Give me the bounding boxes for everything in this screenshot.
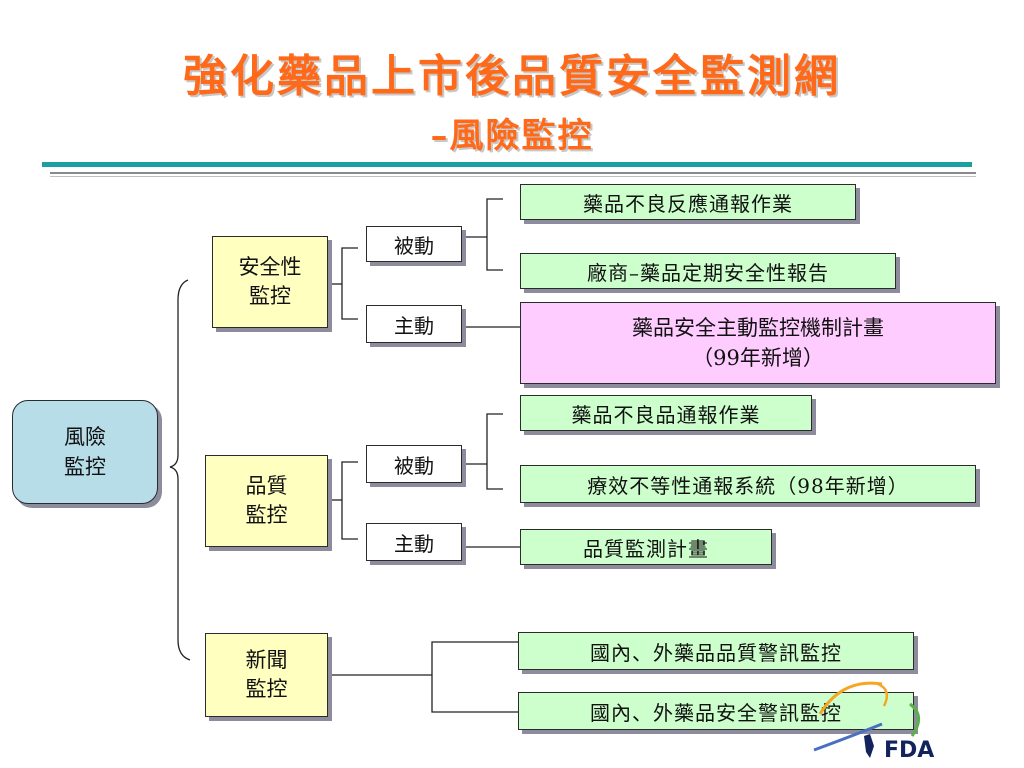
title-divider bbox=[42, 162, 972, 167]
category-quality-monitoring: 品質 監控 bbox=[205, 455, 328, 547]
item-active-surveillance-plan: 藥品安全主動監控機制計畫 （99年新增） bbox=[520, 302, 996, 384]
bracket-quality-passive bbox=[486, 413, 503, 490]
title-divider-shadow bbox=[50, 172, 976, 174]
fda-logo-text: FDA bbox=[884, 738, 935, 763]
category-safety-monitoring: 安全性 監控 bbox=[212, 236, 328, 328]
item-therapeutic-inequivalence-system: 療效不等性通報系統（98年新增） bbox=[520, 465, 976, 503]
mode-quality-active: 主動 bbox=[366, 523, 462, 561]
title-divider-shadow-light bbox=[50, 176, 976, 177]
category-news-monitoring: 新聞 監控 bbox=[205, 633, 328, 717]
bracket-safety bbox=[341, 247, 358, 320]
item-quality-alert-monitoring: 國內、外藥品品質警訊監控 bbox=[518, 632, 914, 670]
mode-quality-passive: 被動 bbox=[366, 445, 462, 483]
item-psur-reports: 廠商–藥品定期安全性報告 bbox=[520, 253, 896, 289]
bracket-news bbox=[431, 641, 518, 713]
mode-safety-passive: 被動 bbox=[366, 226, 462, 262]
item-defective-product-reporting: 藥品不良品通報作業 bbox=[520, 395, 812, 431]
page-title: 強化藥品上市後品質安全監測網 bbox=[183, 51, 841, 102]
item-adr-reporting: 藥品不良反應通報作業 bbox=[520, 184, 856, 220]
root-box-risk-monitoring: 風險 監控 bbox=[12, 400, 158, 504]
fda-logo-icon bbox=[813, 681, 920, 758]
page-subtitle: –風險監控 bbox=[430, 116, 594, 156]
bracket-safety-passive bbox=[486, 198, 503, 271]
item-safety-alert-monitoring: 國內、外藥品安全警訊監控 bbox=[518, 692, 914, 730]
root-brace bbox=[169, 279, 191, 661]
bracket-quality bbox=[341, 461, 358, 540]
mode-safety-active: 主動 bbox=[366, 305, 462, 343]
item-quality-surveillance-plan: 品質監測計畫 bbox=[520, 529, 772, 565]
